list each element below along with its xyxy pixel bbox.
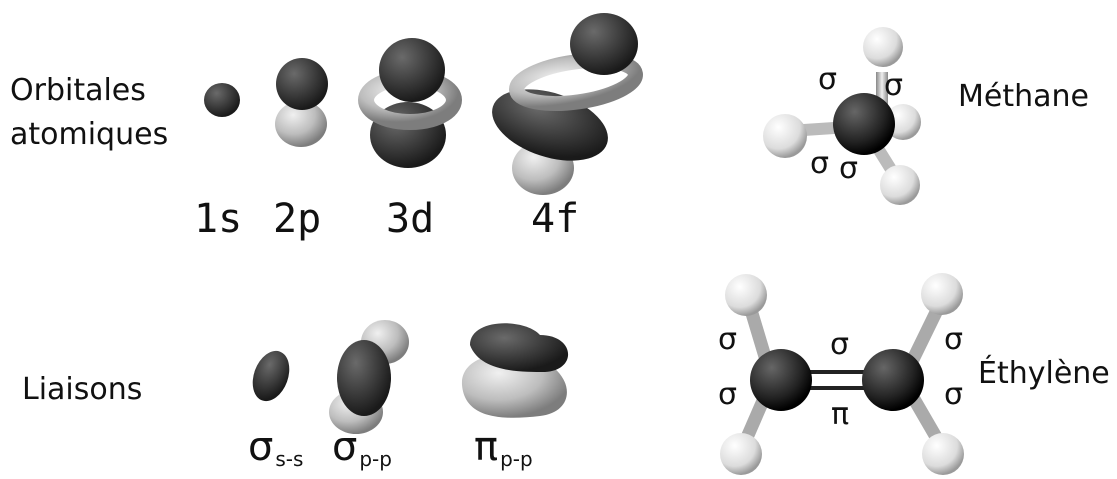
orbital-label-1s: 1s: [194, 196, 243, 242]
bond-sigma-ss-shape: [252, 350, 290, 402]
methane-label: Méthane: [958, 79, 1089, 114]
ethylene-sigma-3: σ: [830, 327, 850, 362]
bonds-label: Liaisons: [22, 372, 143, 407]
ethylene-sigma-1: σ: [718, 322, 738, 357]
ethylene-molecule: [720, 273, 964, 475]
ethylene-pi: π: [831, 397, 850, 432]
bond-sigma-pp-shape: [329, 320, 409, 434]
bond-subscript: p-p: [500, 447, 533, 471]
hydrogen-atom: [880, 165, 920, 205]
bond-symbol: σ: [332, 424, 358, 470]
methane-molecule: [763, 27, 921, 205]
ethylene-sigma-5: σ: [944, 377, 964, 412]
orbital-label-4f: 4f: [531, 196, 580, 242]
methane-sigma-3: σ: [810, 146, 830, 181]
hydrogen-atom: [720, 433, 762, 475]
hydrogen-atom: [922, 433, 964, 475]
bond-subscript: p-p: [359, 447, 392, 471]
carbon-atom: [862, 349, 924, 411]
hydrogen-atom: [725, 274, 767, 316]
ethylene-label: Éthylène: [978, 356, 1110, 391]
carbon-atom: [833, 93, 895, 155]
atomic-orbitals-label-line2: atomiques: [10, 117, 169, 152]
methane-sigma-1: σ: [818, 62, 838, 97]
orbital-3d-shape: [358, 38, 462, 168]
bond-symbol: π: [474, 424, 499, 470]
bond-pi-pp-shape: [461, 323, 569, 418]
methane-sigma-2: σ: [884, 68, 904, 103]
ethylene-sigma-2: σ: [718, 377, 738, 412]
methane-sigma-4: σ: [839, 151, 859, 186]
orbital-2p-shape: [275, 58, 328, 147]
bond-symbol: σ: [248, 424, 274, 470]
orbital-label-2p: 2p: [273, 196, 322, 242]
orbital-4f-shape: [492, 13, 643, 195]
atomic-orbitals-label-line1: Orbitales: [10, 73, 146, 108]
hydrogen-atom: [921, 273, 963, 315]
carbon-atom: [750, 349, 812, 411]
hydrogen-atom: [763, 114, 807, 158]
orbital-label-3d: 3d: [386, 196, 435, 242]
hydrogen-atom: [863, 27, 903, 67]
ethylene-sigma-4: σ: [944, 322, 964, 357]
bond-subscript: s-s: [275, 447, 304, 471]
orbital-1s-shape: [204, 83, 240, 117]
